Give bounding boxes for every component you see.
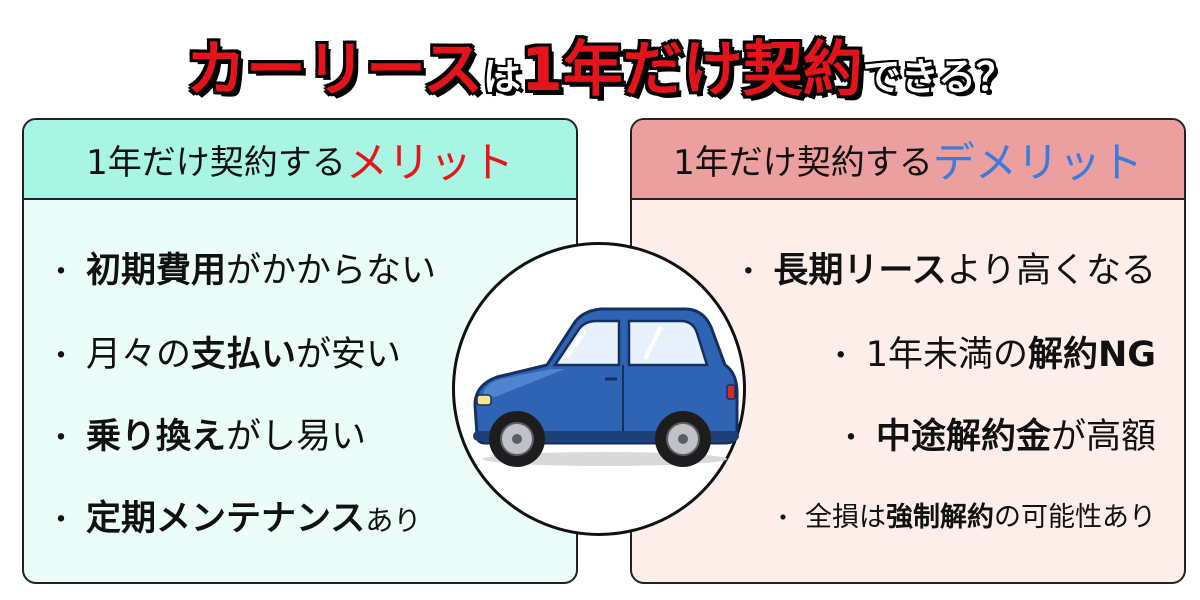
merit-heading-prefix: 1年だけ契約する — [86, 142, 346, 183]
bullet: ・ — [825, 339, 856, 374]
bullet: ・ — [733, 255, 764, 290]
bullet: ・ — [46, 503, 76, 538]
demerit-item-1-rest: より高くなる — [946, 251, 1156, 291]
title-part-car-lease: カーリース — [185, 35, 483, 105]
demerit-item-2: ・ 1年未満の解約NG — [826, 338, 1156, 373]
merit-item-2-rest: が安い — [296, 335, 402, 375]
demerit-item-2-bold: 解約NG — [1027, 335, 1156, 375]
bullet: ・ — [835, 421, 866, 456]
merit-item-4-bold: 定期メンテナンス — [86, 499, 366, 539]
demerit-item-1-bold: 長期リース — [773, 251, 947, 291]
bullet: ・ — [46, 255, 76, 290]
bullet: ・ — [46, 339, 76, 374]
car-icon — [473, 307, 739, 467]
demerit-heading-prefix: 1年だけ契約する — [673, 142, 933, 183]
title-part-question: できる？ — [862, 55, 1014, 99]
demerit-heading-accent: デメリット — [932, 137, 1143, 187]
page-title: カーリース は 1年だけ契約 できる？ — [0, 14, 1200, 100]
merit-item-4-rest: あり — [365, 504, 422, 537]
demerit-item-3-rest: が高額 — [1050, 417, 1156, 457]
bullet: ・ — [46, 421, 76, 456]
merit-item-1-bold: 初期費用 — [86, 251, 227, 291]
merit-item-3-bold: 乗り換え — [86, 417, 227, 457]
demerit-panel-header: 1年だけ契約する デメリット — [632, 120, 1184, 200]
demerit-panel: 1年だけ契約する デメリット ・長期リースより高くなる ・1年未満の解約NG ・… — [630, 118, 1186, 584]
demerit-item-1: ・長期リースより高くなる — [733, 254, 1156, 289]
merit-item-1: ・初期費用がかからない — [46, 254, 436, 289]
merit-item-3-rest: がし易い — [226, 417, 367, 457]
demerit-item-3: ・中途解約金が高額 — [836, 420, 1156, 455]
bullet: ・ — [771, 504, 795, 532]
merit-item-1-rest: がかからない — [226, 251, 437, 291]
merit-item-4: ・定期メンテナンスあり — [46, 502, 421, 537]
demerit-item-3-bold: 中途解約金 — [875, 417, 1051, 457]
demerit-item-4: ・全損は強制解約の可能性あり — [771, 504, 1156, 531]
car-illustration-circle — [452, 242, 746, 536]
merit-item-2: ・月々の支払いが安い — [46, 338, 401, 373]
merit-panel-header: 1年だけ契約する メリット — [24, 120, 576, 200]
demerit-item-4-rest: の可能性あり — [994, 502, 1156, 533]
demerit-item-4-pre: 全損は — [805, 502, 886, 533]
merit-item-2-pre: 月々の — [86, 335, 192, 375]
demerit-item-4-bold: 強制解約 — [886, 502, 994, 533]
merit-item-2-bold: 支払い — [191, 335, 297, 375]
merit-item-3: ・乗り換えがし易い — [46, 420, 366, 455]
merit-heading-accent: メリット — [345, 137, 514, 187]
demerit-item-2-pre: 1年未満の — [865, 335, 1028, 375]
title-part-one-year: 1年だけ契約 — [521, 35, 863, 105]
title-part-particle: は — [482, 55, 521, 99]
